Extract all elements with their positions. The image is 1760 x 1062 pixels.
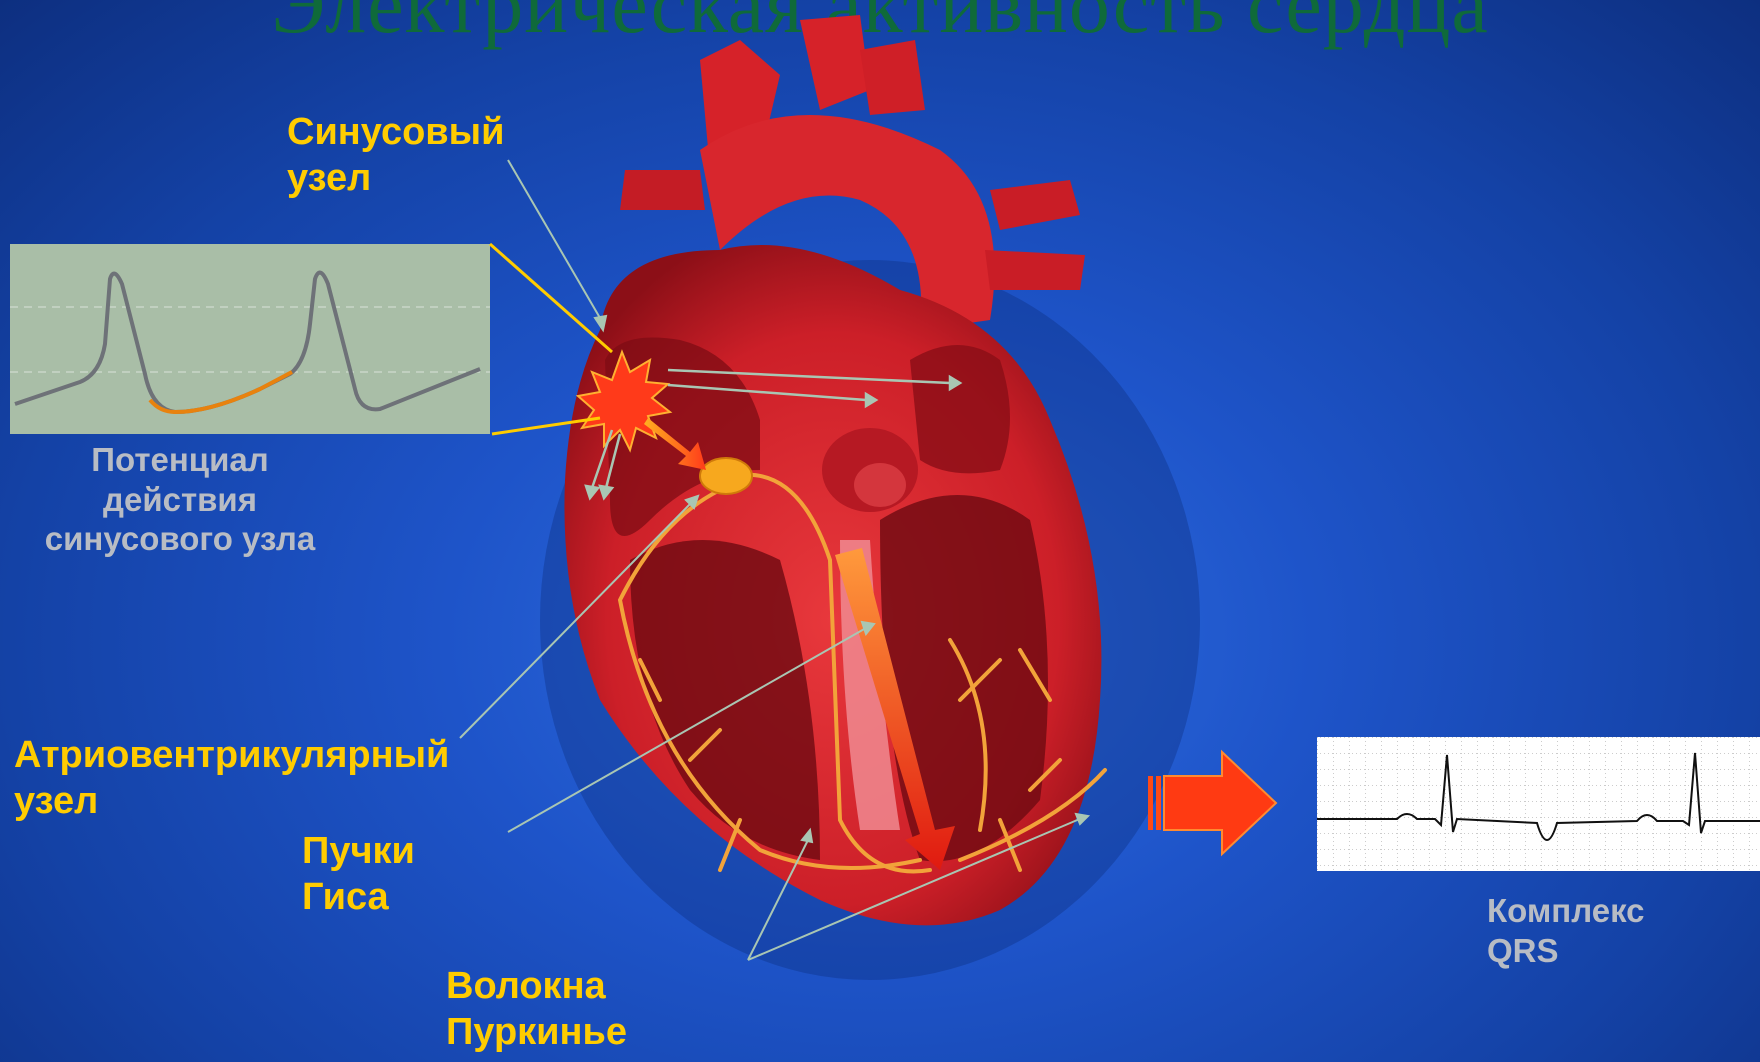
sinus-node-label-line-1: Синусовый bbox=[287, 110, 504, 156]
av-node-icon bbox=[700, 458, 752, 494]
his-bundle-label-line-2: Гиса bbox=[302, 875, 415, 921]
av-node-label-line-2: узел bbox=[14, 779, 449, 825]
purkinje-label-line-2: Пуркинье bbox=[446, 1010, 627, 1056]
his-bundle-label-line-1: Пучки bbox=[302, 829, 415, 875]
qrs-label: Комплекс QRS bbox=[1487, 891, 1645, 970]
qrs-label-line-1: Комплекс bbox=[1487, 891, 1645, 931]
action-potential-label-line-1: Потенциал bbox=[20, 440, 340, 480]
action-potential-label-line-2: действия bbox=[20, 480, 340, 520]
purkinje-label-line-1: Волокна bbox=[446, 964, 627, 1010]
his-bundle-label: Пучки Гиса bbox=[302, 829, 415, 920]
qrs-label-line-2: QRS bbox=[1487, 931, 1645, 971]
sinus-node-label: Синусовый узел bbox=[287, 110, 504, 201]
av-node-label-line-1: Атриовентрикулярный bbox=[14, 733, 449, 779]
action-potential-label: Потенциал действия синусового узла bbox=[20, 440, 340, 559]
action-potential-label-line-3: синусового узла bbox=[20, 519, 340, 559]
sinus-node-label-line-2: узел bbox=[287, 156, 504, 202]
av-node-label: Атриовентрикулярный узел bbox=[14, 733, 449, 824]
purkinje-label: Волокна Пуркинье bbox=[446, 964, 627, 1055]
